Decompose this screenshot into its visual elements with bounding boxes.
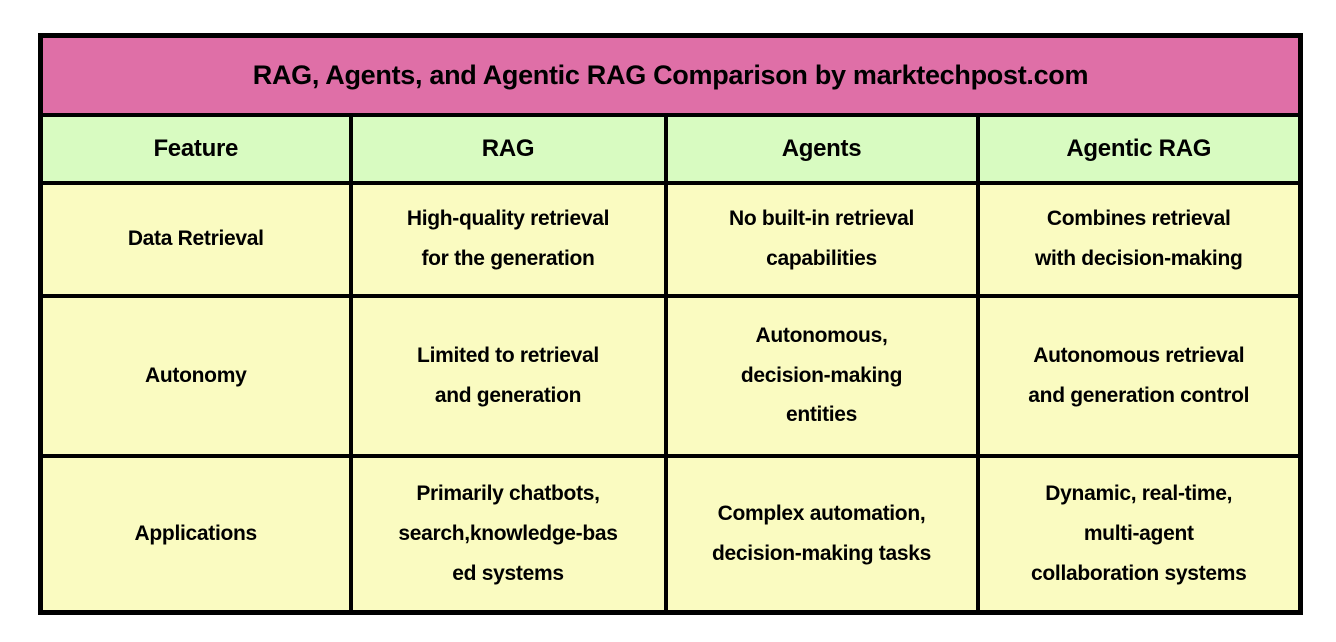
column-header-row: Feature RAG Agents Agentic RAG [38,112,1303,185]
table-row-data-retrieval: Data Retrieval High-quality retrieval fo… [38,180,1303,298]
cell-autonomy-agentic-rag: Autonomous retrieval and generation cont… [975,293,1303,458]
cell-autonomy-agents: Autonomous, decision-making entities [663,293,980,458]
row-header-data-retrieval: Data Retrieval [38,180,353,298]
column-header-agentic-rag: Agentic RAG [975,112,1303,185]
cell-data-retrieval-agentic-rag: Combines retrieval with decision-making [975,180,1303,298]
table-title: RAG, Agents, and Agentic RAG Comparison … [38,33,1303,117]
column-header-feature: Feature [38,112,353,185]
cell-applications-agents: Complex automation, decision-making task… [663,453,980,615]
row-header-applications: Applications [38,453,353,615]
row-header-autonomy: Autonomy [38,293,353,458]
cell-applications-rag: Primarily chatbots, search,knowledge-bas… [348,453,668,615]
cell-data-retrieval-rag: High-quality retrieval for the generatio… [348,180,668,298]
cell-applications-agentic-rag: Dynamic, real-time, multi-agent collabor… [975,453,1303,615]
cell-autonomy-rag: Limited to retrieval and generation [348,293,668,458]
table-row-applications: Applications Primarily chatbots, search,… [38,453,1303,615]
cell-data-retrieval-agents: No built-in retrieval capabilities [663,180,980,298]
table-row-autonomy: Autonomy Limited to retrieval and genera… [38,293,1303,458]
column-header-agents: Agents [663,112,980,185]
comparison-table: RAG, Agents, and Agentic RAG Comparison … [38,33,1303,615]
column-header-rag: RAG [348,112,668,185]
title-row: RAG, Agents, and Agentic RAG Comparison … [38,33,1303,117]
